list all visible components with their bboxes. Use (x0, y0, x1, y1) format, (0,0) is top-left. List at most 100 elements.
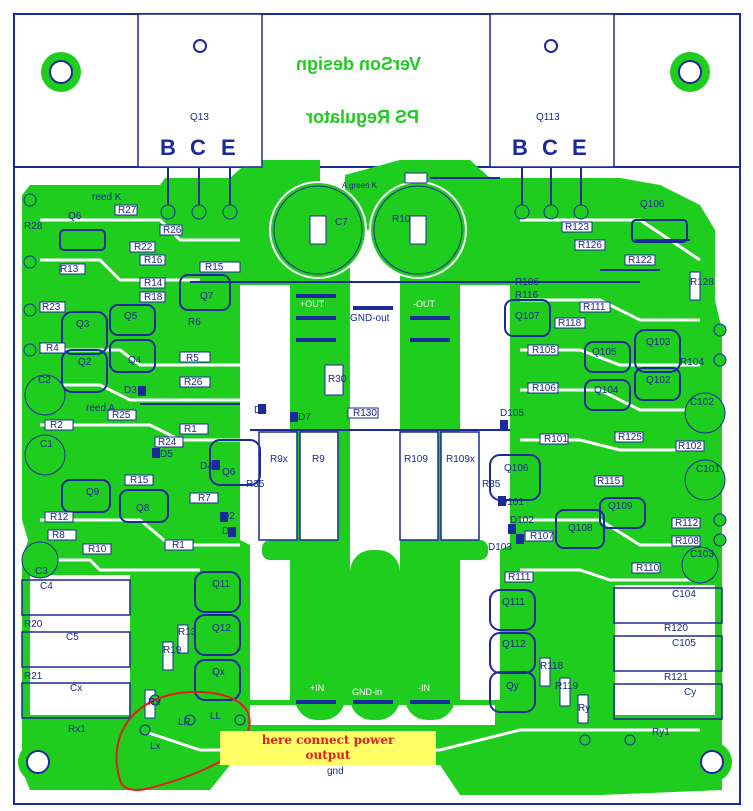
ref-lr: LR (178, 717, 191, 728)
blue-wires (140, 165, 690, 431)
ref-q108: Q108 (568, 523, 593, 534)
ref-r126: R126 (578, 240, 602, 251)
ref-r13-bot: R13 (178, 627, 197, 638)
ref-c103: C103 (690, 549, 714, 560)
ref-d4: D4 (200, 461, 213, 472)
label-gnd-out: GND-out (350, 313, 390, 324)
ref-r35-left: R35 (246, 479, 265, 490)
ref-q102: Q102 (646, 375, 671, 386)
ref-r26-top: R26 (163, 225, 182, 236)
label-led-green: A green K (342, 181, 378, 190)
ref-r6: R6 (188, 317, 201, 328)
ref-c105: C105 (672, 638, 696, 649)
film-capacitors (21, 579, 723, 720)
diodes (138, 386, 524, 544)
resistor-bodies (39, 204, 705, 724)
ref-r22: R22 (134, 242, 153, 253)
ref-c2: C2 (38, 375, 51, 386)
note-line-1: here connect power (261, 733, 395, 747)
ref-r110: R110 (636, 563, 660, 574)
ref-r14: R14 (144, 278, 163, 289)
ref-d8: D8 (222, 526, 235, 537)
ref-d102: D102 (510, 515, 534, 526)
ref-r15-mid: R15 (130, 475, 149, 486)
connect-output-note: here connect power output (220, 731, 436, 765)
power-resistors (258, 431, 480, 541)
ref-reed-k: reed K (92, 192, 122, 203)
terminal-e-left: E (221, 135, 236, 160)
ref-cy: Cy (684, 687, 697, 698)
ref-r15-top: R15 (205, 262, 224, 273)
ref-r9x: R9x (270, 454, 288, 465)
ref-r106-top: R106 (515, 277, 539, 288)
ref-q103: Q103 (646, 337, 671, 348)
note-line-2: output (305, 748, 351, 762)
ref-r2: R2 (50, 420, 63, 431)
label-pos-in: +IN (310, 683, 325, 693)
transistor-outlines (59, 219, 688, 713)
ref-ll: LL (210, 711, 222, 722)
ref-q8: Q8 (136, 503, 150, 514)
ref-r27: R27 (118, 205, 137, 216)
ref-d6: D6 (254, 405, 267, 416)
ref-q6-mid: Q6 (222, 467, 236, 478)
ref-r109x: R109x (446, 454, 475, 465)
ref-r21: R21 (24, 671, 43, 682)
label-pos-out: +OUT (300, 299, 325, 309)
ref-r120: R120 (664, 623, 688, 634)
ref-r12: R12 (50, 512, 69, 523)
ref-r118: R118 (540, 661, 564, 672)
title-line-1: VerSon design (296, 54, 422, 74)
ref-r104: R104 (680, 357, 704, 368)
ref-d103: D103 (488, 542, 512, 553)
label-gnd: gnd (327, 766, 344, 777)
ref-lx: Lx (150, 741, 161, 752)
ref-c104: C104 (672, 589, 696, 600)
ref-c4: C4 (40, 581, 53, 592)
heatsink-left-label: Q13 (190, 112, 209, 123)
ref-q2: Q2 (78, 357, 92, 368)
ref-d2: D2 (222, 511, 235, 522)
ref-q109: Q109 (608, 501, 633, 512)
ref-d101: D101 (500, 497, 524, 508)
ref-r123: R123 (565, 222, 589, 233)
ref-r1-mid: R1 (172, 540, 185, 551)
ref-q12: Q12 (212, 623, 231, 634)
pads (23, 193, 727, 746)
heatsink-right-hole (544, 39, 558, 53)
terminal-b-left: B (160, 135, 176, 160)
ref-q5: Q5 (124, 311, 138, 322)
ref-c102: C102 (690, 397, 714, 408)
label-neg-out: -OUT (413, 299, 435, 309)
ref-d105: D105 (500, 408, 524, 419)
ref-c7: C7 (335, 217, 348, 228)
ref-r1-top: R1 (184, 424, 197, 435)
ref-d5: D5 (160, 449, 173, 460)
ref-qx: Qx (212, 667, 225, 678)
terminal-e-right: E (572, 135, 587, 160)
ref-r122: R122 (628, 255, 652, 266)
ref-r19: R19 (163, 645, 182, 656)
ref-q111: Q111 (502, 597, 525, 608)
ref-reed-a: reed A (86, 403, 115, 414)
ref-d3: D3 (124, 385, 137, 396)
ref-q106-top: Q106 (640, 199, 665, 210)
ref-d7: D7 (298, 412, 311, 423)
ref-r35-right: R35 (482, 479, 501, 490)
terminal-b-right: B (512, 135, 528, 160)
ref-q9: Q9 (86, 487, 100, 498)
mounting-holes (18, 52, 732, 782)
ref-r101: R101 (544, 434, 568, 445)
heatsink-right-label: Q113 (536, 112, 560, 123)
ref-q104: Q104 (594, 385, 619, 396)
ref-r10-top: R10 (392, 214, 411, 225)
ref-r4: R4 (46, 343, 59, 354)
ref-r116: R116 (515, 290, 539, 301)
ref-r125: R125 (618, 432, 642, 443)
ref-r119: R119 (555, 681, 579, 692)
ref-r106: R106 (532, 383, 556, 394)
ref-r13-top: R13 (60, 264, 79, 275)
ref-ry1: Ry1 (652, 727, 670, 738)
big-capacitors (269, 172, 467, 279)
